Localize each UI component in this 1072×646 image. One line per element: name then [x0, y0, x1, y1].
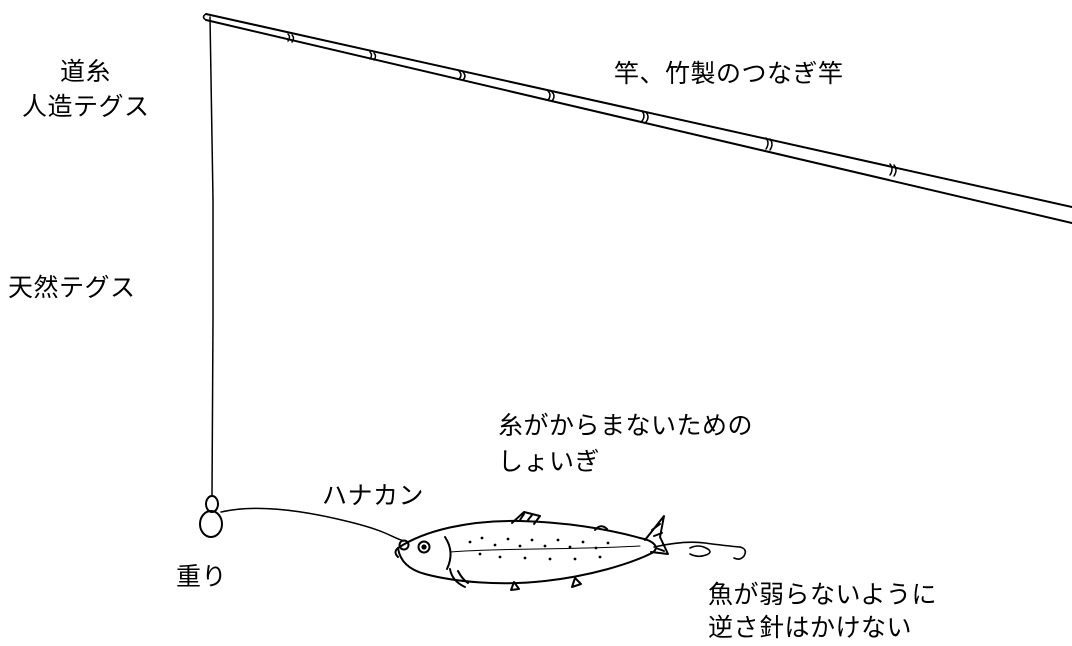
rod-joints	[287, 33, 897, 177]
sinker	[199, 495, 223, 538]
label-hook-line2: 逆さ針はかけない	[708, 613, 913, 642]
label-swivel-line2: しょいぎ	[498, 447, 601, 476]
label-swivel-line1: 糸がからまないための	[498, 411, 754, 440]
main-line	[209, 16, 214, 496]
fish-spots	[468, 536, 610, 561]
leader-line	[220, 507, 405, 542]
label-natural-gut: 天然テグス	[8, 273, 136, 302]
bamboo-rod	[202, 13, 1072, 224]
fish	[394, 511, 669, 591]
label-rod: 竿、竹製のつなぎ竿	[614, 59, 844, 88]
label-artificial-gut: 人造テグス	[22, 92, 150, 121]
label-nose-ring: ハナカン	[322, 481, 425, 510]
label-main-line: 道糸	[60, 57, 112, 86]
label-hook-line1: 魚が弱らないように	[708, 580, 938, 609]
label-sinker: 重り	[176, 562, 228, 591]
swivel-and-hook	[653, 541, 747, 560]
